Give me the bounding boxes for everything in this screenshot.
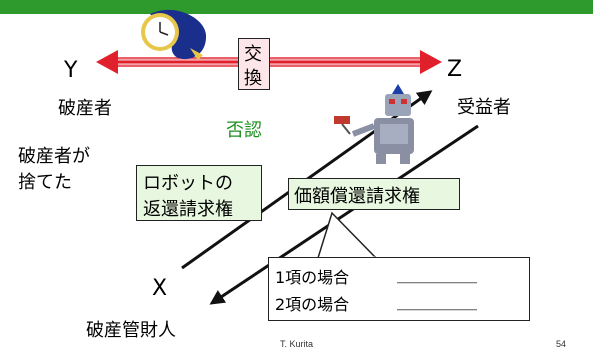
label-x: X bbox=[152, 276, 168, 301]
label-z: Z bbox=[447, 57, 463, 82]
exchange-text-1: 交 bbox=[244, 44, 262, 65]
label-discarded-2: 捨てた bbox=[18, 172, 72, 193]
robot-claim-line-1: ロボットの bbox=[143, 173, 233, 194]
case2-label: 2項の場合 bbox=[275, 295, 350, 314]
case1-blank: ＿＿＿＿＿ bbox=[397, 266, 478, 285]
robot-icon bbox=[334, 84, 414, 164]
label-y: Y bbox=[64, 58, 78, 83]
value-claim-box: 価額償還請求権 bbox=[288, 178, 460, 210]
footer-author: T. Kurita bbox=[280, 339, 314, 349]
case-callout-box: 1項の場合 ＿＿＿＿＿ 2項の場合 ＿＿＿＿＿ bbox=[268, 257, 530, 321]
exchange-text-2: 換 bbox=[244, 68, 262, 89]
label-denial: 否認 bbox=[226, 120, 262, 141]
case2-blank: ＿＿＿＿＿ bbox=[397, 293, 478, 312]
value-claim-label: 価額償還請求権 bbox=[294, 186, 420, 207]
robot-claim-line-2: 返還請求権 bbox=[143, 199, 233, 220]
robot-claim-box: ロボットの 返還請求権 bbox=[136, 165, 262, 221]
exchange-box: 交 換 bbox=[238, 38, 270, 90]
label-bankrupt: 破産者 bbox=[58, 98, 112, 119]
label-discarded-1: 破産者が bbox=[18, 146, 90, 167]
footer-page-number: 54 bbox=[556, 339, 567, 349]
title-bar bbox=[0, 0, 593, 14]
label-beneficiary: 受益者 bbox=[457, 97, 511, 118]
clock-icon bbox=[141, 9, 207, 60]
case1-label: 1項の場合 bbox=[275, 268, 350, 287]
label-trustee: 破産管財人 bbox=[86, 320, 176, 341]
arrow-z-to-trustee bbox=[209, 124, 479, 305]
callout-pointer bbox=[316, 211, 378, 259]
